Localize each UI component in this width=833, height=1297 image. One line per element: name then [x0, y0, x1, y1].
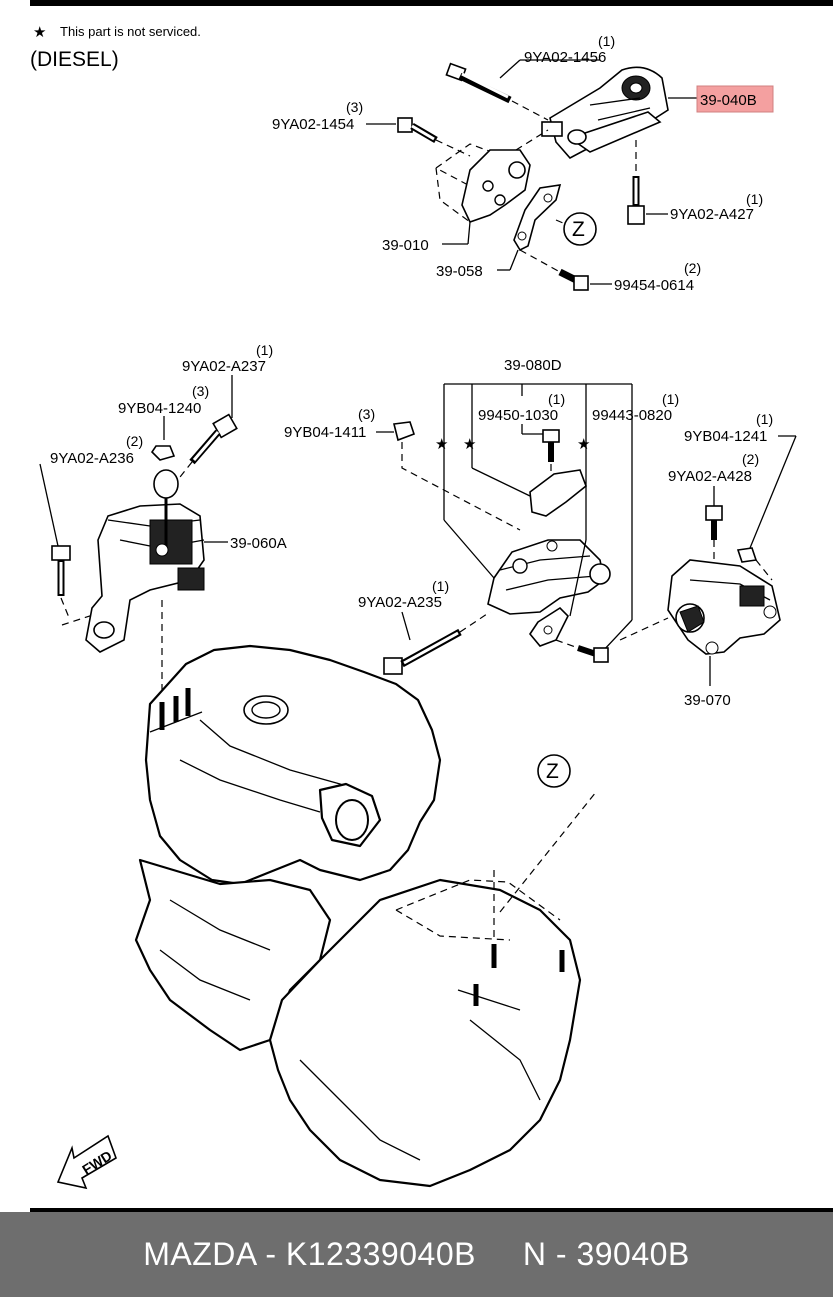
engine-assembly: Z — [134, 644, 597, 1188]
bracket-39-058 — [513, 184, 562, 252]
part-number-39-080d: 39-080D — [504, 357, 562, 374]
bolt-icon — [189, 413, 238, 465]
qty-9ya02-1456: (1) — [598, 33, 615, 49]
star-icon: ★ — [435, 436, 448, 453]
footer-border — [30, 1208, 833, 1212]
header-variant: (DIESEL) — [30, 48, 119, 71]
qty-99454-0614: (2) — [684, 260, 701, 276]
bolt-icon — [51, 545, 71, 596]
qty-9ya02-a235: (1) — [432, 578, 449, 594]
bracket-39-010 — [434, 143, 531, 223]
bolt-icon — [705, 505, 723, 540]
upper-bracket — [529, 469, 587, 517]
star-icon: ★ — [577, 436, 590, 453]
callout-z-circle — [537, 754, 571, 788]
part-highlight — [696, 85, 774, 113]
engine-mount-39-070 — [667, 559, 781, 655]
callout-z-label: Z — [572, 218, 585, 241]
left-mount-group: (1) 9YA02-A237 (3) 9YB04-1240 (2) 9YA02-… — [39, 342, 287, 700]
torque-rod-mount — [541, 66, 669, 160]
footer-part-numbers: MAZDA - K12339040B N - 39040B — [143, 1236, 690, 1272]
part-number-9ya02-a427: 9YA02-A427 — [670, 206, 754, 223]
qty-9yb04-1240: (3) — [192, 383, 209, 399]
stud-icon — [159, 688, 191, 730]
part-number-9ya02-1454: 9YA02-1454 — [272, 116, 354, 133]
part-number-99454-0614: 99454-0614 — [614, 277, 694, 294]
torque-rod-group: 39-040B (1) 9YA02-1456 (3) 9YA02-1454 39… — [272, 33, 774, 294]
center-mount-group: 39-080D ★ ★ ★ (1) 99450-1030 (1) 99443-0… — [284, 357, 679, 675]
part-number-9ya02-1456: 9YA02-1456 — [524, 49, 606, 66]
star-icon: ★ — [463, 436, 476, 453]
part-number-9ya02-a237: 9YA02-A237 — [182, 358, 266, 375]
qty-9ya02-a427: (1) — [746, 191, 763, 207]
nut-icon — [393, 421, 416, 442]
part-number-9ya02-a236: 9YA02-A236 — [50, 450, 134, 467]
part-number-9yb04-1241: 9YB04-1241 — [684, 428, 767, 445]
bolt-icon — [383, 628, 462, 675]
engine-mount-39-080d — [487, 539, 611, 647]
nut-icon — [736, 547, 758, 563]
part-number-9yb04-1240: 9YB04-1240 — [118, 400, 201, 417]
bolt-icon — [542, 429, 560, 462]
header-note: This part is not serviced. — [60, 24, 201, 39]
footer-bar: MAZDA - K12339040B N - 39040B — [0, 1212, 833, 1297]
qty-9ya02-a237: (1) — [256, 342, 273, 358]
top-border — [30, 0, 833, 6]
part-number-99443-0820: 99443-0820 — [592, 407, 672, 424]
part-number-39-070: 39-070 — [684, 692, 731, 709]
qty-9ya02-1454: (3) — [346, 99, 363, 115]
qty-9yb04-1411: (3) — [358, 406, 375, 422]
qty-9ya02-a236: (2) — [126, 433, 143, 449]
part-number-9ya02-a235: 9YA02-A235 — [358, 594, 442, 611]
qty-99450-1030: (1) — [548, 391, 565, 407]
part-number-39-060a: 39-060A — [230, 535, 287, 552]
part-number-9ya02-a428: 9YA02-A428 — [668, 468, 752, 485]
part-number-39-058: 39-058 — [436, 263, 483, 280]
qty-99443-0820: (1) — [662, 391, 679, 407]
right-mount-group: (1) 9YB04-1241 (2) 9YA02-A428 39-070 — [619, 411, 797, 709]
qty-9ya02-a428: (2) — [742, 451, 759, 467]
callout-z-circle — [563, 212, 597, 246]
bolt-icon — [445, 62, 512, 104]
part-number-9yb04-1411: 9YB04-1411 — [284, 424, 366, 441]
engine-mount-39-060a — [85, 469, 205, 653]
star-icon: ★ — [33, 24, 46, 41]
stud-icon — [473, 944, 565, 1006]
bolt-icon — [627, 176, 645, 225]
callout-z-label: Z — [546, 760, 559, 783]
bolt-icon — [397, 117, 438, 144]
qty-9yb04-1241: (1) — [756, 411, 773, 427]
bolt-icon — [558, 268, 589, 291]
nut-icon — [150, 445, 176, 461]
forward-arrow-icon: FWD — [56, 1134, 117, 1190]
part-number-39-040b: 39-040B — [700, 92, 757, 109]
part-number-99450-1030: 99450-1030 — [478, 407, 558, 424]
part-number-39-010: 39-010 — [382, 237, 429, 254]
bolt-icon — [577, 645, 609, 663]
